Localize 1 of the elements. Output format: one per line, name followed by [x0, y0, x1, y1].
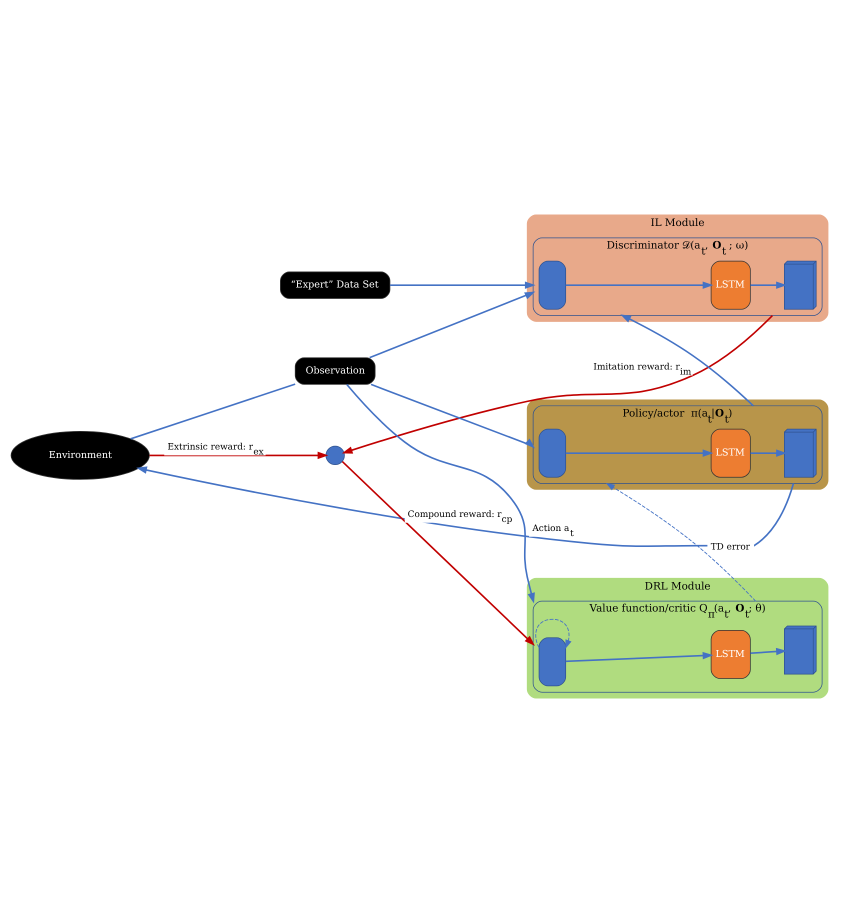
edge-label: TD error [710, 542, 750, 552]
